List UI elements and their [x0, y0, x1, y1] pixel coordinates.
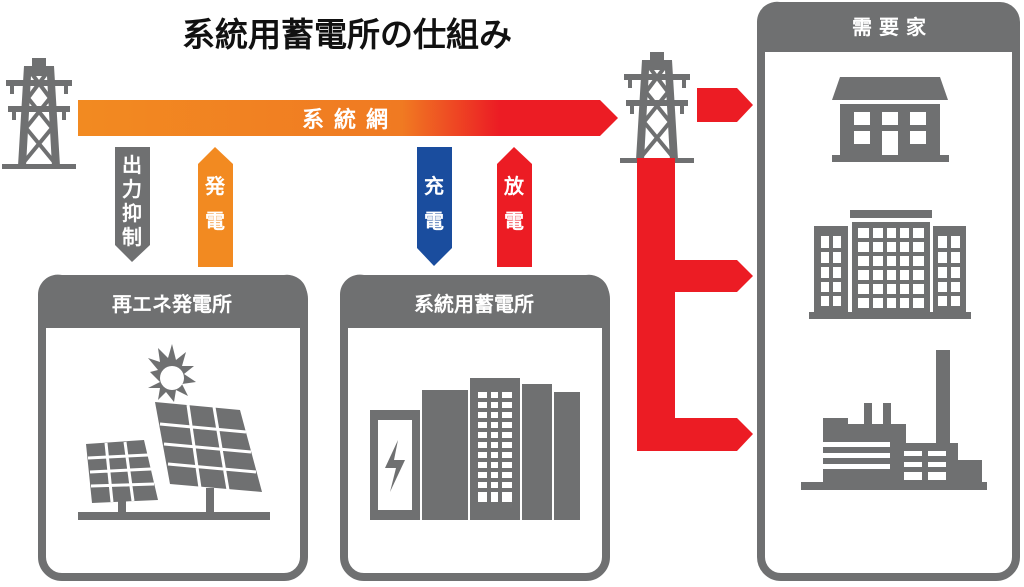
curtail-label-2: 力 — [122, 177, 142, 201]
discharge-label-2: 電 — [504, 209, 524, 233]
house-icon — [832, 77, 949, 162]
curtail-label-3: 抑 — [122, 201, 142, 225]
renewable-title: 再エネ発電所 — [112, 292, 232, 316]
curtail-arrow — [115, 147, 150, 262]
generate-label-2: 電 — [205, 209, 225, 233]
discharge-arrow — [497, 147, 532, 267]
grid-arrow — [78, 100, 618, 136]
distribution-arrows — [637, 88, 753, 451]
charge-label-1: 充 — [424, 174, 444, 198]
storage-station-box: 系統用蓄電所 — [339, 274, 610, 581]
solar-panel-icon — [78, 344, 270, 520]
battery-building-icon — [370, 378, 580, 520]
office-building-icon — [809, 210, 971, 319]
consumers-box: 需 要 家 — [756, 1, 1020, 581]
right-pylon-icon — [618, 50, 696, 165]
curtail-label-1: 出 — [122, 153, 142, 177]
renewable-plant-box: 再エネ発電所 — [37, 274, 308, 581]
grid-label: 系統網 — [302, 107, 398, 133]
curtail-label-4: 制 — [122, 225, 142, 249]
generate-arrow — [198, 147, 233, 267]
generate-label-1: 発 — [204, 174, 226, 198]
charge-arrow — [417, 147, 452, 266]
consumers-title: 需 要 家 — [852, 15, 927, 39]
storage-title: 系統用蓄電所 — [414, 292, 534, 316]
page-title: 系統用蓄電所の仕組み — [182, 15, 512, 54]
discharge-label-1: 放 — [503, 174, 525, 198]
left-pylon-icon — [0, 56, 78, 171]
charge-label-2: 電 — [424, 209, 444, 233]
factory-icon — [801, 350, 987, 490]
